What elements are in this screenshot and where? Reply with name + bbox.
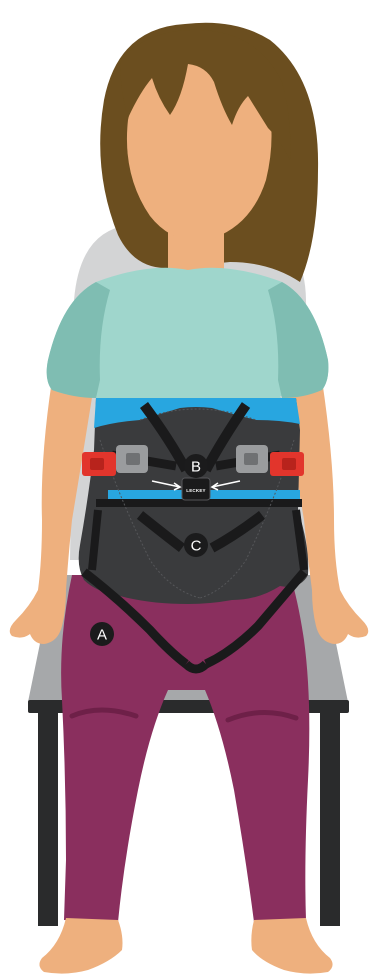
buckle-right-grey-slot <box>244 453 258 465</box>
marker-b-label: B <box>191 459 201 476</box>
marker-a: A <box>90 622 114 646</box>
buckle-logo-text: LECKEY <box>186 488 205 493</box>
foot-right <box>251 918 332 974</box>
buckle-left-red-slot <box>90 458 104 470</box>
center-buckle: LECKEY <box>182 478 210 500</box>
buckle-right-red-slot <box>282 458 296 470</box>
crotch-strap <box>186 664 206 669</box>
buckle-left-grey-slot <box>126 453 140 465</box>
chair-leg-left <box>38 712 58 926</box>
chair-leg-right <box>320 712 340 926</box>
marker-b: B <box>184 454 208 478</box>
foot-left <box>39 918 122 974</box>
marker-c: C <box>184 533 208 557</box>
marker-a-label: A <box>97 627 107 644</box>
harness-vest-icon <box>79 398 309 604</box>
marker-c-label: C <box>191 538 202 555</box>
